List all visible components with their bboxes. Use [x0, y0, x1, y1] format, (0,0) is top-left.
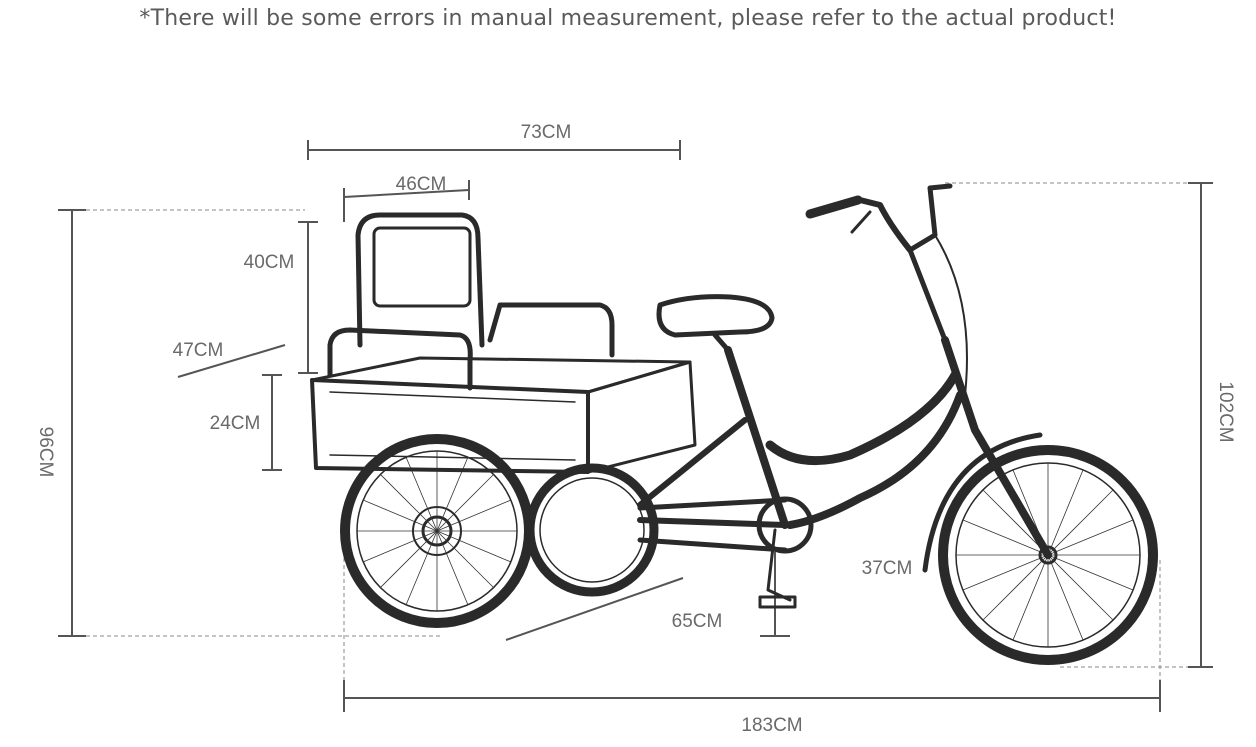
label-24cm: 24CM	[210, 413, 261, 434]
label-46cm: 46CM	[396, 174, 447, 195]
measurement-disclaimer: *There will be some errors in manual mea…	[139, 6, 1117, 31]
rear-near-wheel	[340, 434, 534, 628]
dimension-labels: 73CM 46CM 40CM 47CM 24CM 96CM 102CM 65CM…	[35, 122, 1236, 736]
handlebar	[805, 183, 968, 396]
dim-96cm	[58, 209, 440, 637]
backrest	[355, 212, 485, 348]
dim-40cm	[298, 221, 318, 374]
tricycle-drawing	[310, 183, 1158, 665]
label-47cm: 47CM	[173, 340, 224, 361]
seat	[656, 294, 775, 353]
dim-65cm	[505, 577, 684, 641]
label-96cm: 96CM	[35, 427, 56, 478]
drivetrain	[637, 496, 814, 609]
label-40cm: 40CM	[244, 252, 295, 273]
dim-73cm	[307, 140, 681, 160]
label-37cm: 37CM	[862, 558, 913, 579]
label-65cm: 65CM	[672, 611, 723, 632]
dim-102cm	[945, 182, 1213, 668]
rear-far-wheel	[525, 463, 659, 597]
cargo-basket	[310, 302, 697, 474]
front-wheel	[922, 432, 1158, 665]
dimension-lines	[58, 140, 1213, 712]
label-102cm: 102CM	[1215, 381, 1236, 442]
dim-47cm	[177, 344, 286, 378]
label-73cm: 73CM	[521, 122, 572, 143]
frame	[637, 247, 1052, 559]
dim-24cm	[262, 374, 282, 471]
dim-46cm	[343, 180, 470, 222]
label-183cm: 183CM	[741, 715, 802, 736]
